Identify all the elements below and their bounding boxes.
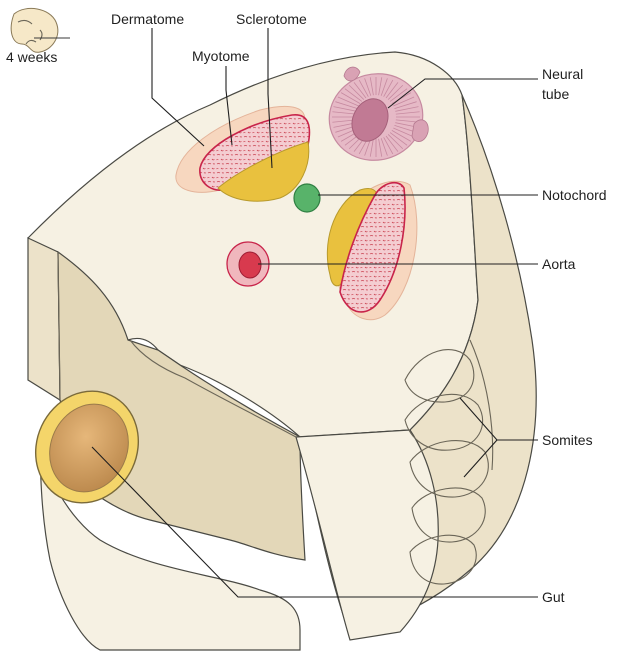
somites-label: Somites [542,432,593,448]
sclerotome-label: Sclerotome [236,11,307,27]
aorta-label: Aorta [542,256,576,272]
myotome-label: Myotome [192,48,250,64]
dermatome-label: Dermatome [111,11,184,27]
gut-label: Gut [542,589,565,605]
neural-tube-label-line2: tube [542,86,569,102]
notochord [294,184,320,212]
notochord-label: Notochord [542,187,607,203]
age-label: 4 weeks [6,49,57,65]
neural-tube-label-line1: Neural [542,66,583,82]
embryo-thumbnail-icon [11,8,70,52]
